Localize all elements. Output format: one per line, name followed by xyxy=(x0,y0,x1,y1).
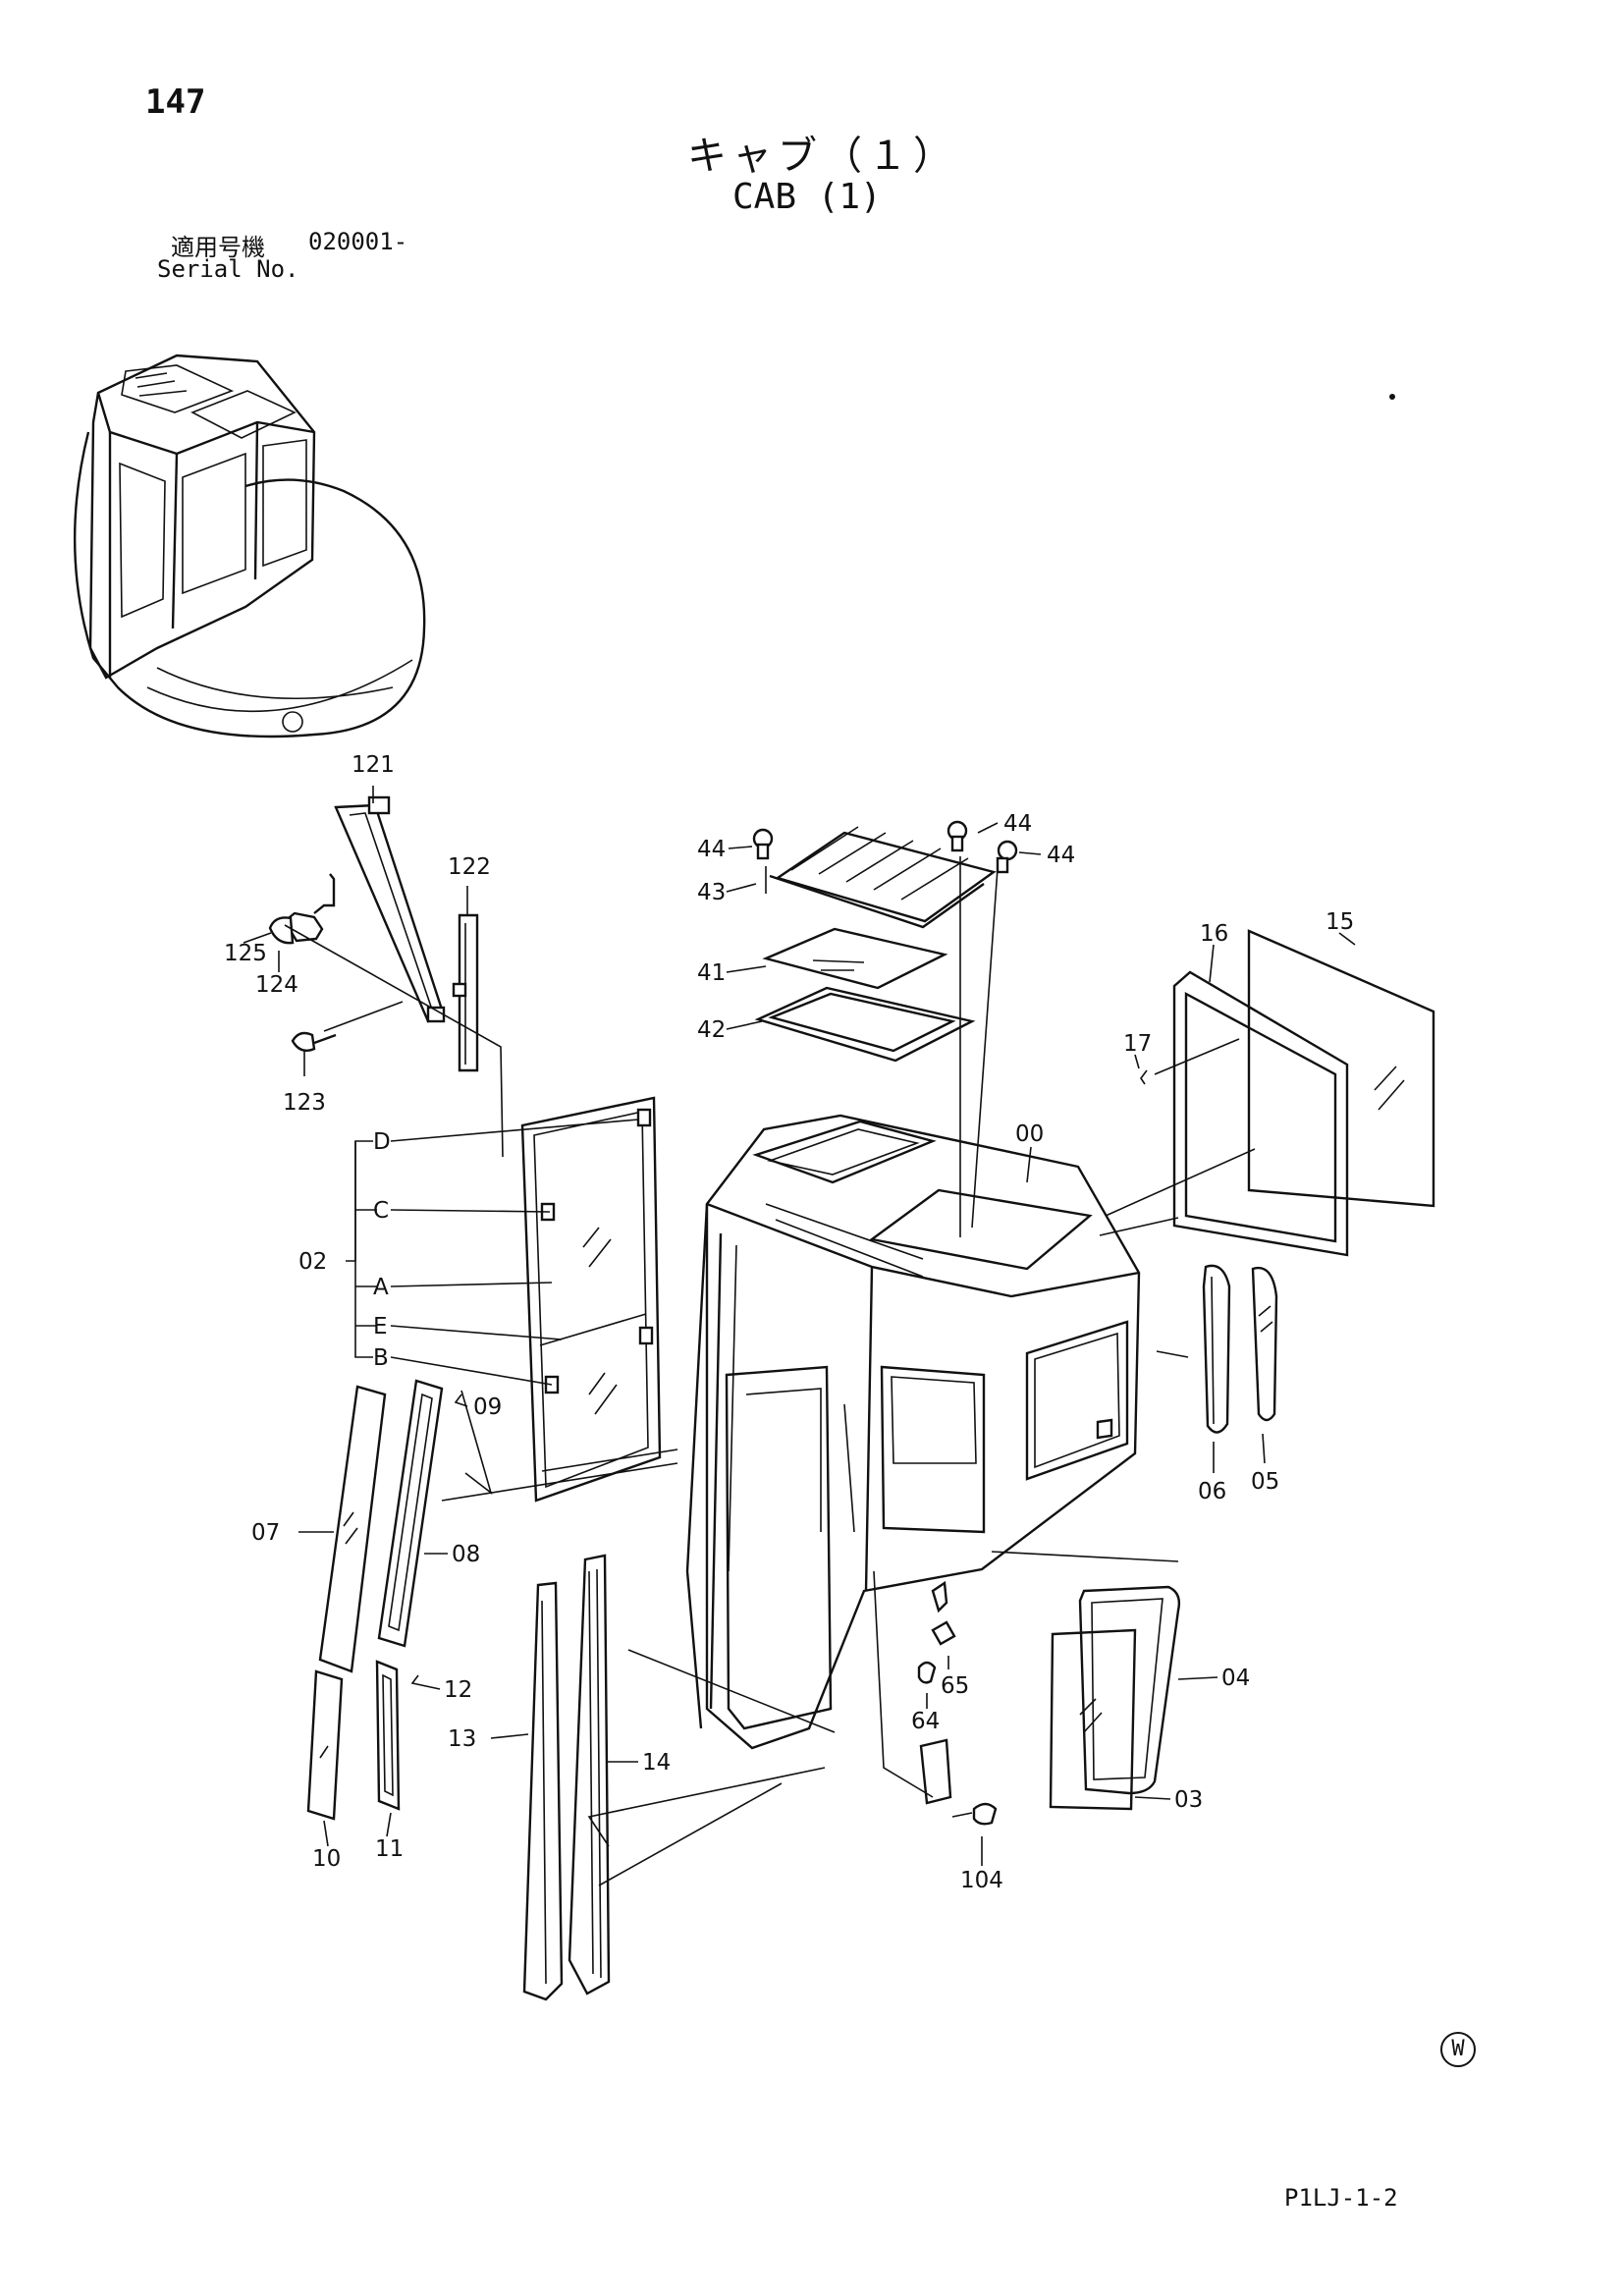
callout-A: A xyxy=(373,1275,389,1300)
circled-letter-mark: W xyxy=(1440,2032,1476,2067)
callout-42: 42 xyxy=(697,1017,726,1043)
callout-16: 16 xyxy=(1200,921,1228,947)
callout-labels: 121 122 125 124 123 44 44 44 43 41 42 16… xyxy=(224,752,1354,1893)
callout-15: 15 xyxy=(1325,909,1354,935)
callout-C: C xyxy=(373,1198,389,1224)
callout-05: 05 xyxy=(1251,1469,1279,1495)
serial-label-japanese: 適用号機 xyxy=(171,234,265,261)
callout-43: 43 xyxy=(697,880,726,905)
callout-04: 04 xyxy=(1221,1666,1250,1691)
callout-122: 122 xyxy=(448,854,491,880)
callout-D: D xyxy=(373,1129,391,1155)
overview-illustration xyxy=(73,354,426,738)
leader-lines xyxy=(243,786,1356,1866)
callout-44-right: 44 xyxy=(1047,843,1075,868)
callout-104: 104 xyxy=(960,1868,1003,1893)
callout-E: E xyxy=(373,1314,388,1339)
door-assembly xyxy=(441,1096,678,1503)
callout-125: 125 xyxy=(224,941,267,966)
page-title-japanese: キャブ（１） xyxy=(687,134,958,179)
callout-02: 02 xyxy=(298,1249,327,1275)
seal-strips xyxy=(1156,1264,1278,1434)
callout-11: 11 xyxy=(375,1836,404,1862)
callout-12: 12 xyxy=(444,1677,472,1703)
callout-41: 41 xyxy=(697,960,726,986)
callout-09: 09 xyxy=(473,1394,502,1420)
callout-65: 65 xyxy=(941,1673,969,1699)
serial-number-value: 020001- xyxy=(308,228,408,255)
page-code: P1LJ-1-2 xyxy=(1284,2184,1398,2212)
callout-B: B xyxy=(373,1345,389,1371)
callout-07: 07 xyxy=(251,1520,280,1546)
roof-hatch-assembly xyxy=(752,820,1018,1237)
lower-right-window-assembly xyxy=(1049,1585,1181,1811)
callout-08: 08 xyxy=(452,1542,480,1567)
callout-13: 13 xyxy=(448,1726,476,1752)
callout-00: 00 xyxy=(1015,1121,1044,1147)
callout-123: 123 xyxy=(283,1090,326,1116)
callout-14: 14 xyxy=(642,1750,671,1776)
callout-44-top: 44 xyxy=(1003,811,1032,837)
serial-label-english: Serial No. xyxy=(157,255,299,283)
cab-body xyxy=(587,1114,1179,1847)
right-window-assembly xyxy=(1105,929,1435,1257)
stray-mark xyxy=(1389,394,1395,400)
loose-window-parts xyxy=(306,1379,783,2001)
page-title-english: CAB (1) xyxy=(732,177,882,217)
callout-10: 10 xyxy=(312,1846,341,1872)
callout-03: 03 xyxy=(1174,1787,1203,1813)
callout-44-left: 44 xyxy=(697,837,726,862)
fasteners xyxy=(917,1620,998,1826)
page-number: 147 xyxy=(145,82,206,122)
callout-124: 124 xyxy=(255,972,298,998)
callout-17: 17 xyxy=(1123,1031,1152,1057)
callout-06: 06 xyxy=(1198,1479,1226,1504)
callout-64: 64 xyxy=(911,1709,940,1734)
brace-assembly xyxy=(268,795,504,1158)
callout-121: 121 xyxy=(352,752,395,778)
